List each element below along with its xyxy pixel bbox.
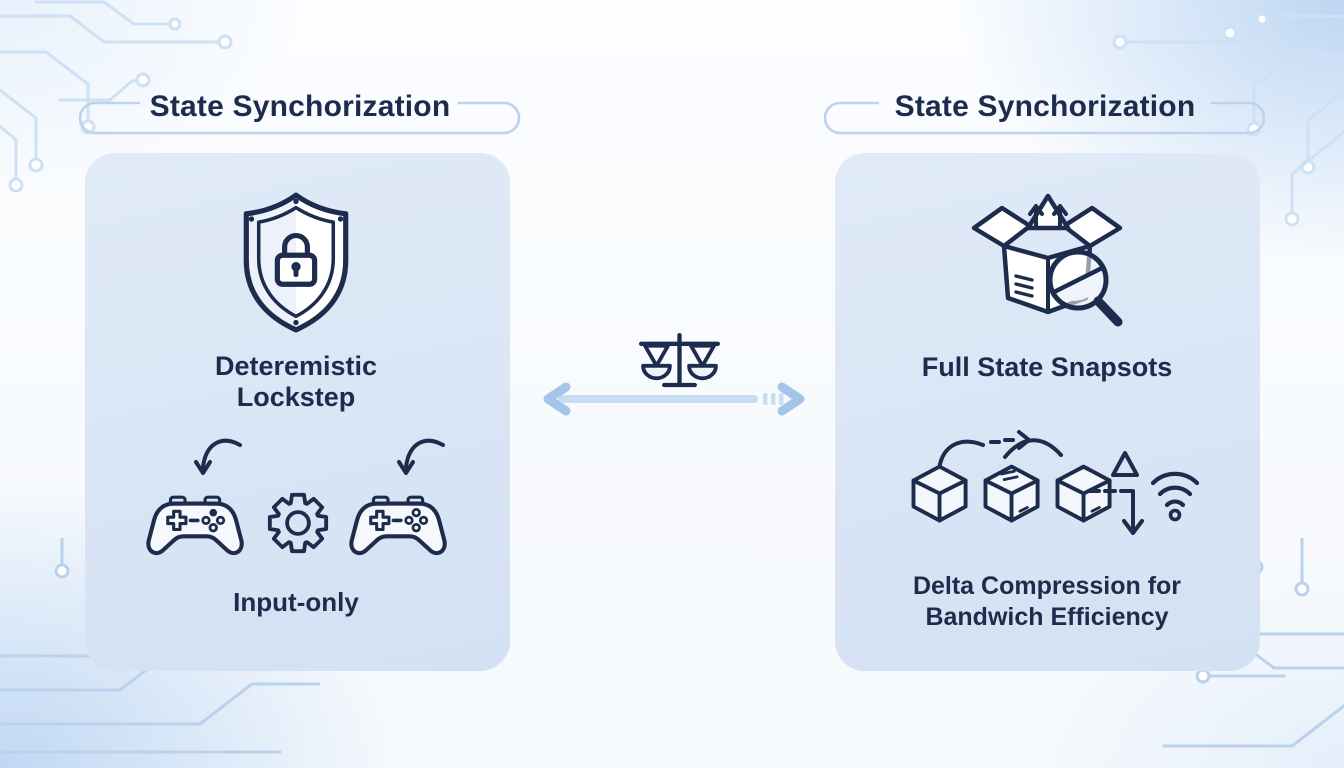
wifi-icon (1150, 471, 1200, 522)
cube-icon (983, 464, 1040, 523)
left-panel-caption: Input-only (233, 587, 359, 617)
right-header-frame (824, 101, 1266, 135)
cube-icon (911, 464, 968, 523)
left-panel-title: Deteremistic Lockstep (214, 351, 378, 413)
circuit-trace-top-left-icon (0, 0, 233, 193)
balance-scale-icon (639, 333, 720, 388)
open-box-magnifier-icon (971, 193, 1123, 327)
cube-icon (1055, 464, 1112, 523)
lockstep-controllers-gear-icon (146, 438, 447, 556)
curved-arrow-icon (194, 438, 242, 475)
right-panel (835, 153, 1260, 671)
curved-arrow-icon (397, 438, 445, 475)
delta-compression-diagram-icon (911, 430, 1200, 535)
game-controller-icon (146, 495, 244, 556)
left-header-frame (79, 101, 521, 135)
game-controller-icon (349, 495, 447, 556)
left-header-title: State Synchorization (149, 90, 451, 123)
right-header-title: State Synchorization (894, 90, 1196, 123)
delta-icon (1111, 451, 1139, 477)
right-panel-caption: Delta Compression for Bandwich Efficienc… (912, 572, 1182, 631)
gear-icon (267, 492, 329, 554)
shield-lock-icon (243, 192, 349, 333)
down-arrow-icon (1119, 489, 1144, 535)
right-panel-title: Full State Snapsots (921, 352, 1173, 382)
bidirectional-arrow (543, 382, 805, 416)
